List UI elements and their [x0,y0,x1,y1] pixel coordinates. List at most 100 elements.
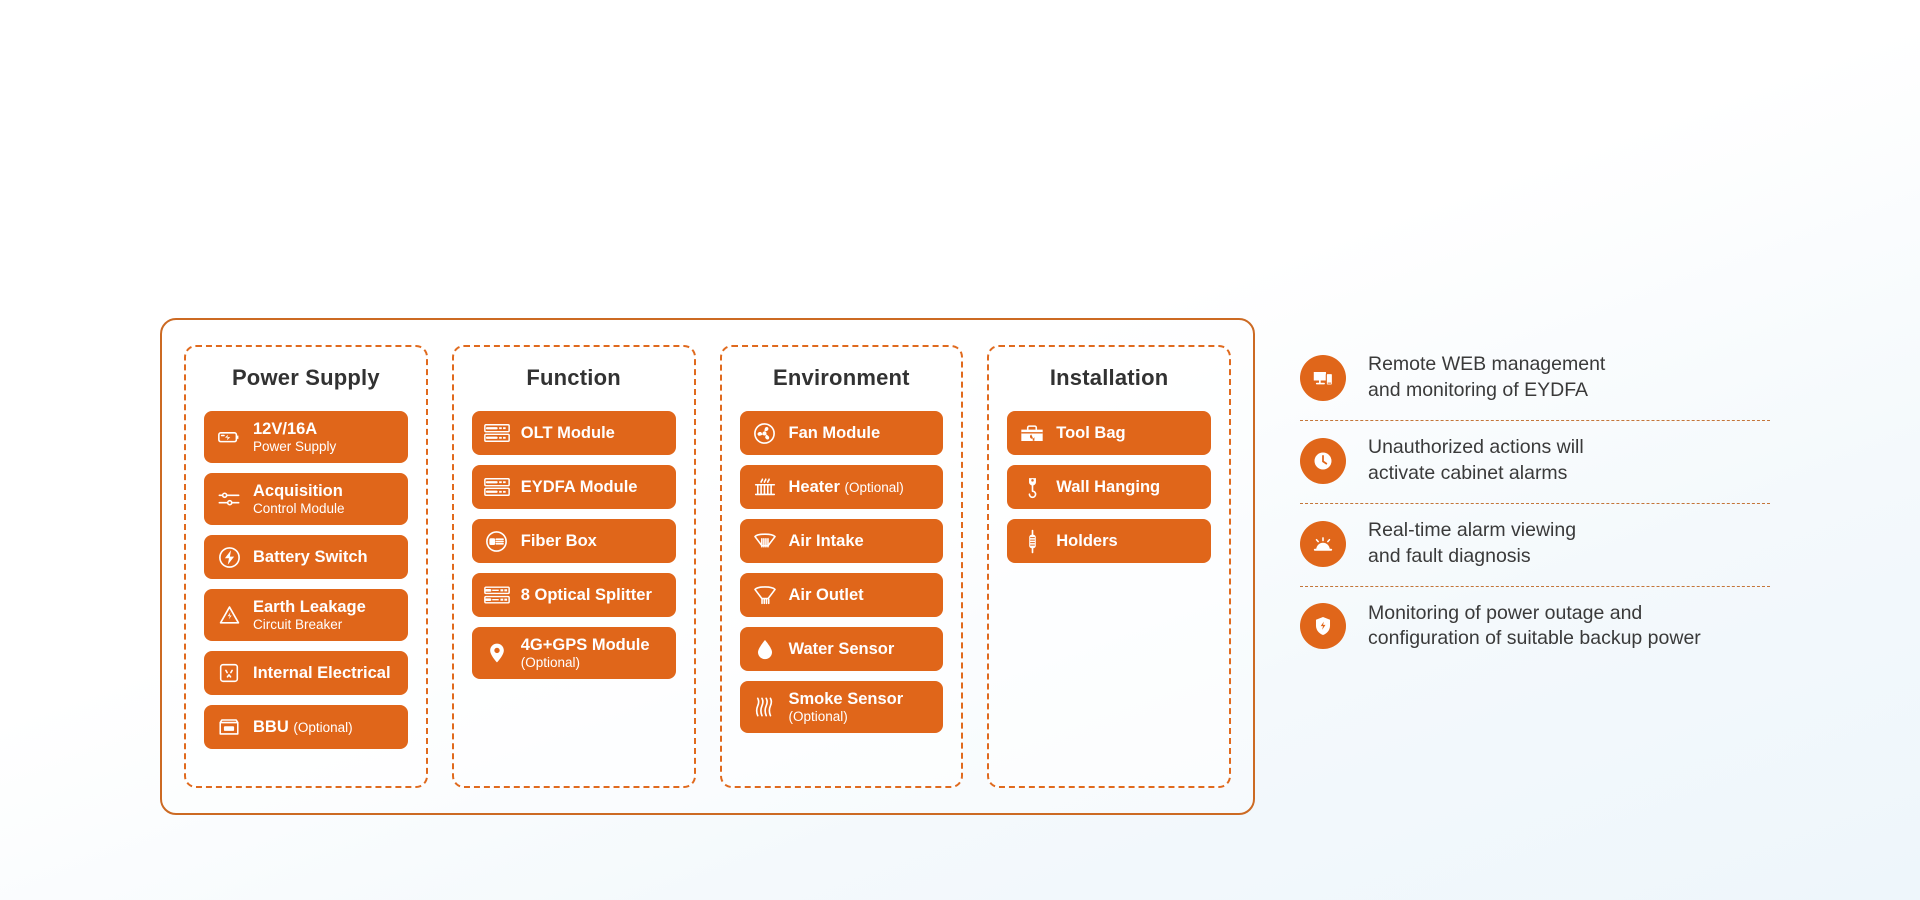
high-voltage-warning-icon [216,602,242,628]
spec-item-title: Earth Leakage [253,597,366,616]
spec-item[interactable]: Air Outlet [739,573,944,617]
shield-bolt-icon [1300,603,1346,650]
feature-item: Monitoring of power outage and configura… [1300,585,1770,669]
spec-item-subtitle: Power Supply [253,438,337,454]
spec-item[interactable]: Fiber Box [471,519,676,563]
feature-text: Real-time alarm viewing and fault diagno… [1368,518,1577,567]
spec-item[interactable]: Fan Module [739,411,944,455]
spec-item-title: BBU [253,717,289,736]
spec-item[interactable]: Heater (Optional) [739,465,944,509]
monitor-phone-icon [1300,354,1346,401]
spec-item[interactable]: Battery Switch [204,535,408,579]
wall-hook-icon [1019,474,1045,500]
spec-item-title: Fan Module [788,423,881,442]
air-intake-icon [752,528,778,554]
spec-item-label: Heater (Optional) [789,477,904,497]
rack-unit-icon [483,420,510,446]
feature-item: Real-time alarm viewing and fault diagno… [1300,502,1770,586]
clock-icon [1300,437,1346,484]
spec-item-subtitle: Control Module [253,500,345,516]
battery-switch-icon [216,544,242,570]
feature-text: Remote WEB management and monitoring of … [1368,353,1606,401]
water-drop-icon [752,636,778,662]
spec-item[interactable]: 8 Optical Splitter [471,573,676,617]
spec-item-title: Fiber Box [520,531,597,550]
spec-item-title: EYDFA Module [520,477,638,496]
spec-item-title: 12V/16A [253,419,318,438]
spec-item[interactable]: Air Intake [739,519,944,563]
feature-list: Remote WEB management and monitoring of … [1300,338,1770,668]
spec-item-label: Water Sensor [789,639,895,659]
feature-item: Remote WEB management and monitoring of … [1300,338,1770,420]
spec-item-title: Heater [788,477,840,496]
spec-item[interactable]: Wall Hanging [1007,465,1211,509]
spec-item-subtitle: Circuit Breaker [253,616,343,632]
spec-item-label: OLT Module [521,423,615,443]
spec-item-subtitle: (Optional) [788,708,848,724]
fan-icon [752,420,778,446]
spec-item-title: OLT Module [520,423,615,442]
spec-item-title: Air Intake [788,531,864,550]
spec-item-subtitle: (Optional) [520,654,581,670]
spec-item-label: BBU (Optional) [253,717,353,737]
spec-item[interactable]: Water Sensor [739,627,944,671]
spec-item[interactable]: Holders [1007,519,1211,563]
location-pin-icon [484,640,510,666]
spec-item-label: Battery Switch [253,547,368,567]
spec-item-label: Fan Module [789,423,881,443]
spec-item-title: Holders [1056,531,1118,550]
spec-item[interactable]: BBU (Optional) [204,705,408,749]
holder-icon [1019,528,1045,554]
spec-item-label: 4G+GPS Module(Optional) [521,635,650,672]
spec-item-title: Internal Electrical [253,663,391,682]
spec-item-label: Air Intake [789,531,864,551]
spec-item[interactable]: 4G+GPS Module(Optional) [471,627,676,679]
spec-item-title: Smoke Sensor [788,689,904,708]
spec-item-label: Fiber Box [521,531,597,551]
feature-text: Monitoring of power outage and configura… [1368,601,1701,650]
spec-item-label: Air Outlet [789,585,864,605]
spec-item[interactable]: OLT Module [471,411,676,455]
optional-tag: (Optional) [844,479,904,495]
column-title: Function [526,365,621,390]
spec-item-label: Smoke Sensor(Optional) [789,689,904,726]
sliders-icon [216,486,242,512]
spec-item-label: Wall Hanging [1056,477,1160,497]
heater-icon [752,474,778,500]
spec-item-label: EYDFA Module [521,477,638,497]
spec-item-title: Water Sensor [788,639,895,658]
column-title: Installation [1049,365,1169,390]
fiber-box-icon [484,528,510,554]
column-title: Environment [773,365,910,390]
spec-item[interactable]: Smoke Sensor(Optional) [739,681,944,733]
toolbox-icon [1019,420,1045,446]
air-outlet-icon [752,582,778,608]
spec-item-title: Wall Hanging [1056,477,1161,496]
column-title: Power Supply [231,365,380,390]
alarm-siren-icon [1300,520,1346,567]
spec-item-label: Internal Electrical [253,663,391,683]
spec-item[interactable]: Internal Electrical [204,651,408,695]
spec-item-title: Tool Bag [1056,423,1126,442]
spec-item[interactable]: Tool Bag [1007,411,1211,455]
spec-item[interactable]: EYDFA Module [471,465,676,509]
spec-item-title: 8 Optical Splitter [520,585,652,604]
feature-item: Unauthorized actions will activate cabin… [1300,419,1770,503]
spec-item-title: 4G+GPS Module [520,635,650,654]
bbu-box-icon [216,714,242,740]
